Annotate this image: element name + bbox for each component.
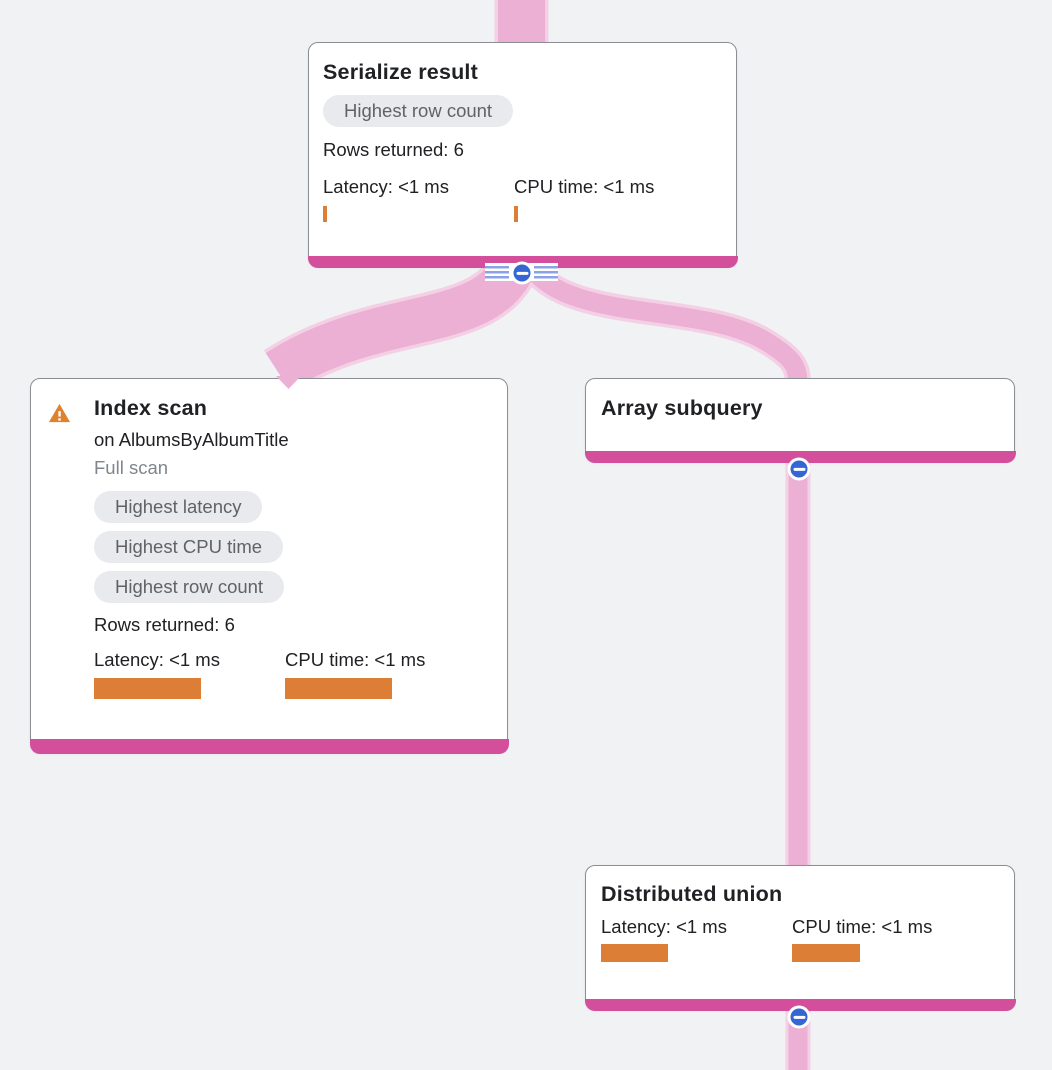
latency-bar bbox=[94, 678, 201, 699]
cpu-time-bar bbox=[792, 944, 860, 962]
edge-array-to-distributed-union bbox=[788, 456, 808, 870]
rows-returned-label: Rows returned: 6 bbox=[94, 614, 235, 635]
edge-serialize-to-index-scan bbox=[265, 251, 538, 392]
node-index-scan[interactable]: Index scan on AlbumsByAlbumTitle Full sc… bbox=[29, 378, 509, 754]
node-distributed-union[interactable]: Distributed union Latency: <1 ms CPU tim… bbox=[584, 865, 1016, 1011]
node-accent-bar bbox=[29, 738, 509, 754]
badge-highest-row-count: Highest row count bbox=[323, 95, 514, 127]
latency-label: Latency: <1 ms bbox=[94, 649, 220, 670]
warning-icon bbox=[48, 403, 71, 423]
cpu-time-bar bbox=[514, 206, 518, 222]
node-accent-bar bbox=[584, 998, 1016, 1011]
cpu-time-label: CPU time: <1 ms bbox=[792, 916, 933, 937]
cpu-time-metric: CPU time: <1 ms bbox=[792, 916, 932, 962]
latency-metric: Latency: <1 ms bbox=[323, 176, 514, 222]
collapse-button-distributed-union[interactable] bbox=[787, 1005, 811, 1029]
metrics-row: Latency: <1 ms CPU time: <1 ms bbox=[94, 649, 493, 699]
node-accent-bar bbox=[584, 450, 1016, 463]
cpu-time-label: CPU time: <1 ms bbox=[514, 176, 655, 197]
stripe-lines-right bbox=[534, 265, 558, 279]
cpu-time-label: CPU time: <1 ms bbox=[285, 649, 426, 670]
minus-icon bbox=[793, 1015, 805, 1019]
node-title: Distributed union bbox=[601, 882, 783, 906]
node-serialize-result[interactable]: Serialize result Highest row count Rows … bbox=[307, 42, 738, 268]
edge-serialize-to-array-subquery bbox=[518, 255, 808, 385]
edge-top-parent bbox=[498, 0, 545, 44]
edges bbox=[265, 0, 808, 1070]
stripe-lines-left bbox=[485, 265, 509, 279]
minus-icon bbox=[793, 467, 805, 471]
latency-label: Latency: <1 ms bbox=[601, 916, 727, 937]
metrics-row: Latency: <1 ms CPU time: <1 ms bbox=[601, 916, 999, 962]
minus-icon bbox=[516, 271, 528, 275]
cpu-time-metric: CPU time: <1 ms bbox=[514, 176, 654, 222]
badge-highest-cpu-time: Highest CPU time bbox=[94, 531, 284, 563]
badge-highest-latency: Highest latency bbox=[94, 491, 263, 523]
node-title: Index scan bbox=[94, 396, 208, 420]
node-title: Serialize result bbox=[323, 60, 478, 84]
badge-highest-row-count: Highest row count bbox=[94, 571, 285, 603]
node-subtitle: on AlbumsByAlbumTitle bbox=[94, 429, 289, 450]
metrics-row: Latency: <1 ms CPU time: <1 ms bbox=[323, 176, 722, 222]
collapse-button-array-subquery[interactable] bbox=[787, 457, 811, 481]
latency-label: Latency: <1 ms bbox=[323, 176, 449, 197]
latency-metric: Latency: <1 ms bbox=[94, 649, 285, 699]
cpu-time-metric: CPU time: <1 ms bbox=[285, 649, 425, 699]
scan-mode-label: Full scan bbox=[94, 457, 169, 478]
collapse-button-serialize-result[interactable] bbox=[510, 261, 534, 285]
node-title: Array subquery bbox=[601, 396, 763, 420]
latency-bar bbox=[601, 944, 668, 962]
latency-metric: Latency: <1 ms bbox=[601, 916, 792, 962]
node-array-subquery[interactable]: Array subquery bbox=[584, 378, 1016, 463]
rows-returned-label: Rows returned: 6 bbox=[323, 139, 464, 160]
cpu-time-bar bbox=[285, 678, 392, 699]
badge-list: Highest latency Highest CPU time Highest… bbox=[94, 491, 493, 603]
latency-bar bbox=[323, 206, 327, 222]
